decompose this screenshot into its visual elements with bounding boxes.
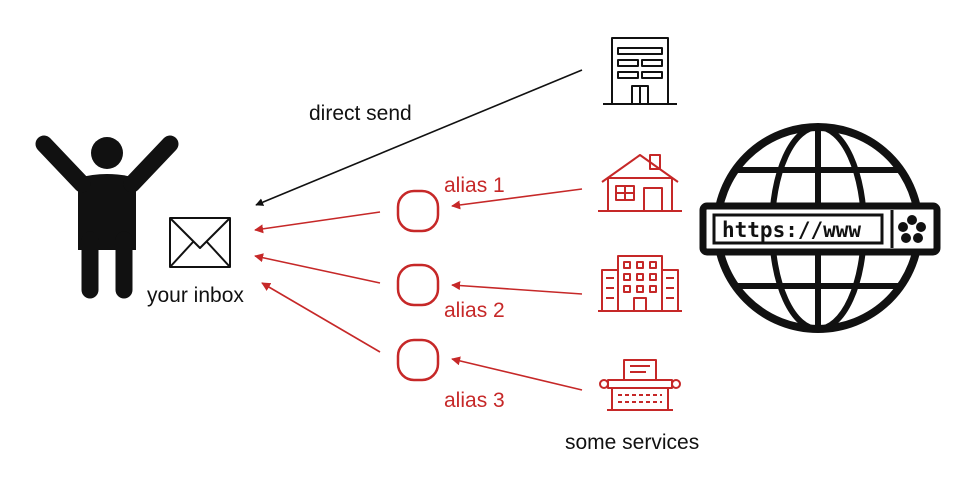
globe-www-icon: https://www <box>699 123 941 333</box>
direct-send-label: direct send <box>309 102 412 125</box>
service-to-alias-arrows <box>451 188 583 391</box>
your-inbox-label: your inbox <box>147 284 244 307</box>
envelope-icon <box>169 217 231 268</box>
direct-send-arrow <box>255 69 583 206</box>
alias-3-to-inbox-arrow <box>261 282 381 353</box>
alias-1-to-inbox-arrow <box>254 211 381 234</box>
apartment-to-alias-2-arrow <box>451 281 583 295</box>
some-services-label: some services <box>565 431 699 454</box>
house-icon <box>598 154 682 212</box>
alias-1-icon <box>396 189 440 233</box>
office-building-icon <box>603 37 677 105</box>
url-bar-text: https://www <box>722 218 861 242</box>
alias-2-to-inbox-arrow <box>254 253 381 284</box>
alias-2-icon <box>396 263 440 307</box>
alias-1-label: alias 1 <box>444 174 505 197</box>
typewriter-icon <box>599 359 681 411</box>
typewriter-to-alias-3-arrow <box>451 356 583 391</box>
flower-icon <box>898 215 926 243</box>
person-arms-raised-icon <box>35 135 179 299</box>
alias-3-icon <box>396 338 440 382</box>
apartment-building-icon <box>598 255 682 312</box>
house-to-alias-1-arrow <box>451 188 583 210</box>
alias-2-label: alias 2 <box>444 299 505 322</box>
alias-3-label: alias 3 <box>444 389 505 412</box>
alias-to-inbox-arrows <box>254 211 381 353</box>
